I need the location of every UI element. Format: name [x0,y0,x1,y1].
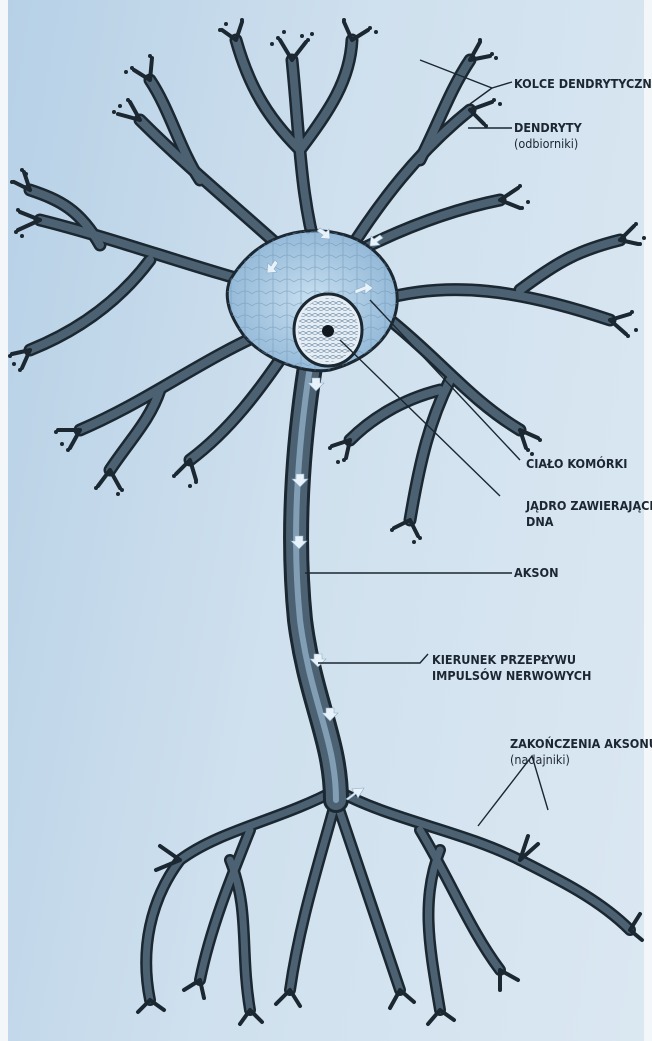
label-cell-body-text: CIAŁO KOMÓRKI [526,456,627,471]
leader-direction [318,654,428,663]
label-axon-text: AKSON [514,565,559,580]
nucleus [294,294,362,366]
leader-cell-body [370,300,520,460]
label-nucleus-sub: DNA [526,514,652,530]
label-nucleus-text: JĄDRO ZAWIERAJĄCE [526,498,652,514]
label-dendrites-text: DENDRYTY [514,120,582,136]
label-axon: AKSON [514,565,559,581]
label-axon-terminals-sub: (nadajniki) [510,752,652,768]
label-dendritic-spines-text: KOLCE DENDRYTYCZNE [514,76,652,91]
label-dendritic-spines: KOLCE DENDRYTYCZNE [514,76,652,92]
label-dendrites: DENDRYTY (odbiorniki) [514,120,582,152]
label-nucleus: JĄDRO ZAWIERAJĄCE DNA [526,498,652,530]
label-axon-terminals-text: ZAKOŃCZENIA AKSONU [510,736,652,752]
nucleolus [322,325,334,337]
axon-terminals [138,790,642,1024]
label-impulse-direction-sub: IMPULSÓW NERWOWYCH [432,668,591,684]
label-dendrites-sub: (odbiorniki) [514,136,582,152]
label-cell-body: CIAŁO KOMÓRKI [526,456,627,472]
axon [296,330,336,800]
label-impulse-direction: KIERUNEK PRZEPŁYWU IMPULSÓW NERWOWYCH [432,652,591,684]
label-impulse-direction-text: KIERUNEK PRZEPŁYWU [432,652,591,668]
label-axon-terminals: ZAKOŃCZENIA AKSONU (nadajniki) [510,736,652,768]
